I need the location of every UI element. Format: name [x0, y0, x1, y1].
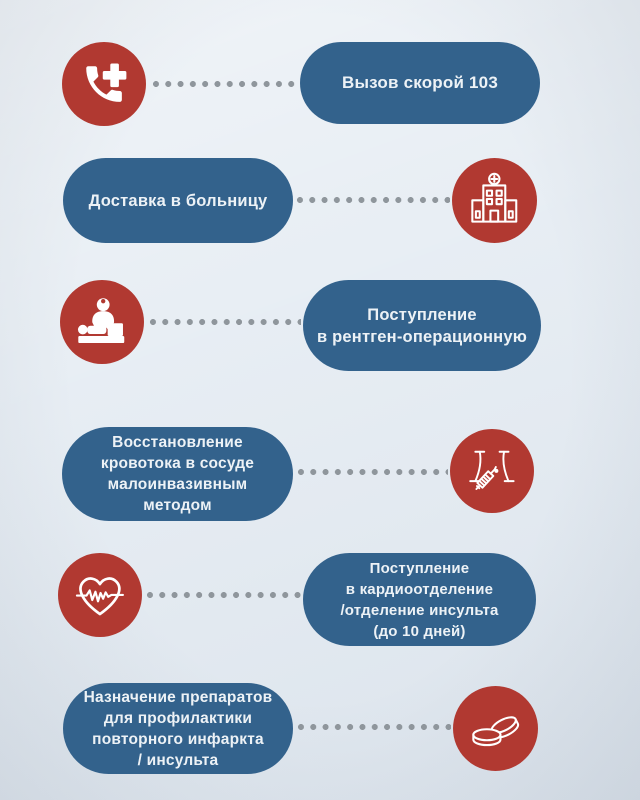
connector-dots [149, 318, 301, 326]
step-5-pill: Поступление в кардиоотделение /отделение… [303, 553, 536, 646]
connector-dots [146, 591, 301, 599]
step-5-label-line: /отделение инсульта [340, 601, 499, 619]
step-5-label-line: Поступление [369, 559, 470, 577]
step-4-label-line: кровотока в сосуде [100, 455, 255, 472]
hospital-icon [471, 172, 518, 223]
step-1-label: Вызов скорой 103 [341, 73, 498, 92]
step-6-pill: Назначение препаратов для профилактики п… [63, 683, 293, 774]
connector-dots [152, 80, 300, 88]
step-5-label-line: (до 10 дней) [373, 622, 466, 640]
step-6-label-line: для профилактики [103, 709, 253, 727]
step-4-icon-circle [450, 429, 534, 513]
step-4-pill: Восстановление кровотока в сосуде малоин… [62, 427, 293, 521]
pills-icon [472, 716, 520, 747]
step-4-label-line: малоинвазивным [107, 476, 248, 493]
phone-cross-icon [86, 63, 127, 102]
connector-dots [297, 468, 448, 476]
step-4-label-line: Восстановление [112, 434, 243, 451]
step-6-label-line: Назначение препаратов [83, 688, 273, 706]
step-1-pill: Вызов скорой 103 [300, 42, 540, 124]
step-3-label-line: Поступление [367, 305, 477, 324]
step-4-label-line: методом [143, 497, 212, 514]
heart-ekg-icon [75, 577, 125, 616]
connector-dots [296, 196, 450, 204]
step-2-pill: Доставка в больницу [63, 158, 293, 243]
step-3-pill: Поступление в рентген-операционную [303, 280, 541, 371]
step-5-icon-circle [58, 553, 142, 637]
step-2-icon-circle [452, 158, 537, 243]
step-3-label-line: в рентген-операционную [317, 327, 527, 346]
step-2-label: Доставка в больницу [88, 191, 268, 210]
step-6-icon-circle [453, 686, 538, 771]
step-6-label-line: повторного инфаркта [92, 730, 264, 748]
torso-syringe-icon [469, 450, 515, 491]
surgeon-patient-icon [78, 298, 125, 344]
step-3-icon-circle [60, 280, 144, 364]
step-6-label-line: / инсульта [137, 751, 219, 769]
connector-dots [297, 723, 451, 731]
step-1-icon-circle [62, 42, 146, 126]
step-5-label-line: в кардиоотделение [345, 580, 494, 598]
